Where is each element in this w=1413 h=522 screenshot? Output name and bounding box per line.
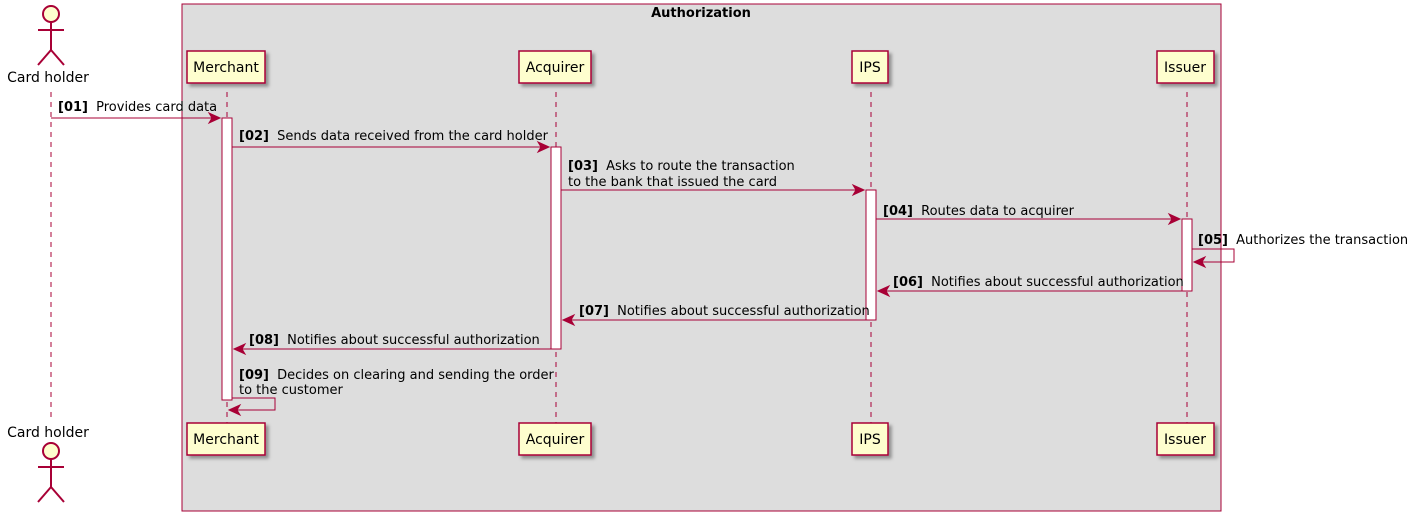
activation-ips [865,189,877,321]
group-title: Authorization [651,6,751,21]
message-06[interactable]: [06] Notifies about successful authoriza… [876,275,1184,298]
message-text: Routes data to acquirer [921,204,1075,219]
message-text: Sends data received from the card holder [277,129,548,144]
arrowhead-icon [851,183,866,197]
message-label: [03] Asks to route the transaction [568,159,795,174]
message-number: [02] [239,129,269,144]
message-text: Provides card data [96,100,217,115]
message-text: Notifies about successful authorization [931,275,1184,290]
arrowhead-icon [561,313,576,327]
message-label: [05] Authorizes the transaction [1198,233,1408,248]
participant-label: IPS [859,60,881,76]
participant-label: Issuer [1164,432,1206,448]
message-label: [04] Routes data to acquirer [883,204,1075,219]
lifelines [50,92,1188,424]
message-text: Notifies about successful authorization [287,333,540,348]
arrowhead-icon [876,284,891,298]
message-05[interactable]: [05] Authorizes the transaction [1192,233,1408,269]
message-text: Decides on clearing and sending the orde… [277,368,554,383]
participant-merchant-bottom[interactable]: Merchant [186,422,266,456]
message-08[interactable]: [08] Notifies about successful authoriza… [232,333,551,356]
participant-acquirer-top[interactable]: Acquirer [518,50,592,84]
message-number: [05] [1198,233,1228,248]
stick-figure-icon [37,5,65,66]
arrowhead-icon [1192,255,1207,269]
participant-label: Merchant [193,60,259,76]
participant-issuer-top[interactable]: Issuer [1156,50,1215,84]
message-label: [02] Sends data received from the card h… [239,129,549,144]
participant-label: Merchant [193,432,259,448]
message-number: [03] [568,159,598,174]
actor-cardholder-top[interactable]: Card holder [7,5,89,86]
participant-label: IPS [859,432,881,448]
participant-acquirer-bottom[interactable]: Acquirer [518,422,592,456]
arrowhead-icon [207,111,222,125]
message-text: Asks to route the transaction [606,159,795,174]
participant-ips-top[interactable]: IPS [851,50,889,84]
participant-ips-bottom[interactable]: IPS [851,422,889,456]
message-label: [09] Decides on clearing and sending the… [239,368,555,383]
message-07[interactable]: [07] Notifies about successful authoriza… [561,304,870,327]
message-label: [06] Notifies about successful authoriza… [893,275,1184,290]
actor-label: Card holder [7,425,89,441]
message-label-line2: to the customer [239,383,344,398]
activation-merchant [221,117,233,401]
message-label-line2: to the bank that issued the card [568,175,777,190]
message-01[interactable]: [01] Provides card data [51,100,222,125]
participant-label: Issuer [1164,60,1206,76]
actor-cardholder-bottom[interactable]: Card holder [7,425,89,503]
activation-issuer [1181,218,1193,292]
message-number: [07] [579,304,609,319]
message-03[interactable]: [03] Asks to route the transaction to th… [561,159,866,197]
message-number: [06] [893,275,923,290]
participant-merchant-top[interactable]: Merchant [186,50,266,84]
message-label: [01] Provides card data [58,100,217,115]
participant-label: Acquirer [526,60,585,76]
message-number: [08] [249,333,279,348]
actor-label: Card holder [7,70,89,86]
message-label: [07] Notifies about successful authoriza… [579,304,870,319]
stick-figure-icon [37,442,65,503]
message-09[interactable]: [09] Decides on clearing and sending the… [227,368,555,417]
authorization-group: Authorization [181,3,1222,512]
message-number: [01] [58,100,88,115]
message-number: [09] [239,368,269,383]
participant-issuer-bottom[interactable]: Issuer [1156,422,1215,456]
activation-acquirer [550,146,562,350]
activations [221,117,1193,401]
message-label: [08] Notifies about successful authoriza… [249,333,540,348]
arrowhead-icon [227,403,242,417]
arrowhead-icon [536,140,551,154]
message-text: Notifies about successful authorization [617,304,870,319]
message-number: [04] [883,204,913,219]
participant-label: Acquirer [526,432,585,448]
message-02[interactable]: [02] Sends data received from the card h… [232,129,551,154]
message-04[interactable]: [04] Routes data to acquirer [876,204,1182,226]
message-text: Authorizes the transaction [1236,233,1408,248]
arrowhead-icon [1167,212,1182,226]
arrowhead-icon [232,342,247,356]
